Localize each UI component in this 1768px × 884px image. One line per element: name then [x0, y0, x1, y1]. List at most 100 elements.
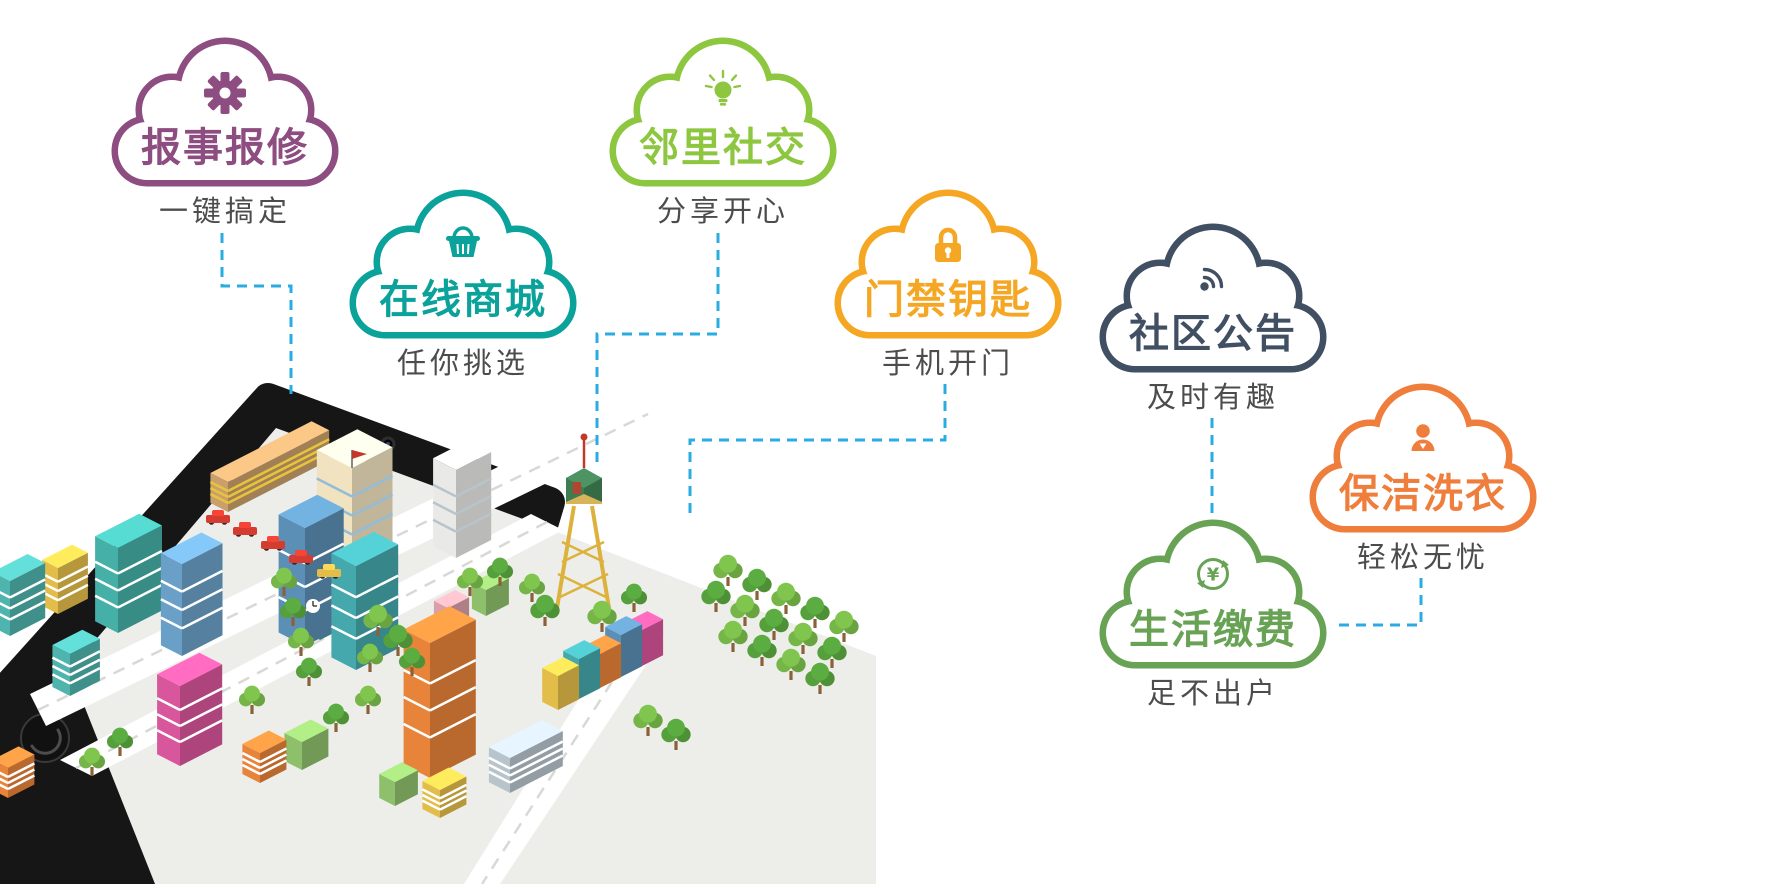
car — [317, 564, 341, 579]
cloud-shenghuo-jiaofei: ¥ 生活缴费 — [1098, 518, 1328, 670]
connector-linli-shejiao — [595, 233, 720, 468]
feature-linli-shejiao: 邻里社交 分享开心 — [608, 36, 838, 228]
car — [233, 522, 257, 537]
feature-subtitle: 及时有趣 — [1146, 380, 1279, 414]
cloud-shape: ¥ — [1098, 518, 1328, 670]
feature-subtitle: 足不出户 — [1146, 676, 1279, 710]
tree — [354, 685, 382, 714]
tree — [238, 685, 266, 714]
tree — [279, 597, 307, 626]
feature-shenghuo-jiaofei: ¥ 生活缴费 足不出户 — [1098, 518, 1328, 710]
connector-menjin-yaoshi — [688, 384, 947, 520]
tree — [800, 596, 830, 628]
cloud-baojie-xiyi: 保洁洗衣 — [1308, 382, 1538, 534]
bulb-icon — [704, 69, 742, 106]
tree — [817, 636, 847, 668]
building — [41, 544, 89, 614]
tree — [788, 622, 818, 654]
person-icon — [1411, 424, 1435, 451]
trees-group — [78, 554, 859, 776]
cloud-shape — [348, 188, 578, 340]
cloud-menjin-yaoshi: 门禁钥匙 — [833, 188, 1063, 340]
connector-baojie-xiyi — [1333, 578, 1423, 627]
feature-title: 邻里社交 — [639, 125, 807, 171]
building — [379, 762, 418, 806]
cloud-shequ-gonggao: 社区公告 — [1098, 222, 1328, 374]
tree — [398, 647, 426, 676]
building — [432, 440, 492, 558]
building — [542, 657, 580, 710]
tree — [363, 604, 393, 636]
building-flag — [351, 450, 367, 468]
signal-icon — [1200, 267, 1224, 291]
cloud-shape — [110, 36, 340, 188]
building — [284, 719, 329, 770]
tree — [356, 643, 384, 672]
building — [51, 629, 101, 696]
tree — [322, 703, 350, 732]
tree — [730, 594, 760, 626]
building — [209, 421, 330, 512]
feature-shequ-gonggao: 社区公告 及时有趣 — [1098, 222, 1328, 414]
feature-title: 社区公告 — [1129, 311, 1297, 357]
cloud-zaixian-shangcheng: 在线商城 — [348, 188, 578, 340]
building — [0, 746, 35, 798]
tree — [829, 610, 859, 642]
tree — [78, 747, 106, 776]
feature-subtitle: 手机开门 — [881, 346, 1014, 380]
tree — [701, 580, 731, 612]
tree — [518, 573, 546, 602]
tree — [486, 557, 514, 586]
cloud-linli-shejiao: 邻里社交 — [608, 36, 838, 188]
feature-menjin-yaoshi: 门禁钥匙 手机开门 — [833, 188, 1063, 380]
building — [94, 513, 163, 633]
building — [488, 720, 564, 793]
tree — [776, 648, 806, 680]
feature-title: 生活缴费 — [1129, 607, 1297, 653]
tree — [106, 727, 134, 756]
tree — [287, 627, 315, 656]
connector-baoshi-baoxiu — [220, 233, 293, 394]
phone-home-button — [20, 713, 70, 763]
building — [156, 652, 223, 766]
feature-title: 保洁洗衣 — [1339, 471, 1507, 517]
feature-title: 报事报修 — [141, 125, 309, 171]
clock-tower-face — [306, 599, 320, 613]
feature-baojie-xiyi: 保洁洗衣 轻松无忧 — [1308, 382, 1538, 574]
tree — [456, 567, 484, 596]
tree — [530, 594, 560, 626]
building — [160, 532, 224, 656]
basket-icon — [446, 226, 480, 257]
buildings-group — [0, 421, 664, 818]
cloud-shape — [833, 188, 1063, 340]
yen-glyph: ¥ — [1207, 565, 1220, 586]
watchtower — [554, 433, 612, 615]
tree — [587, 600, 617, 632]
cloud-shape — [1308, 382, 1538, 534]
cloud-shape — [608, 36, 838, 188]
car — [289, 550, 313, 565]
cloud-baoshi-baoxiu: 报事报修 — [110, 36, 340, 188]
car — [261, 536, 285, 551]
feature-zaixian-shangcheng: 在线商城 任你挑选 — [348, 188, 578, 380]
tree — [295, 657, 323, 686]
feature-subtitle: 任你挑选 — [396, 346, 529, 380]
tree — [805, 662, 835, 694]
city-illustration — [0, 383, 876, 884]
feature-subtitle: 轻松无忧 — [1356, 540, 1489, 574]
car — [206, 510, 230, 525]
tree — [633, 704, 663, 736]
building — [421, 767, 467, 818]
cars-group — [206, 510, 341, 579]
feature-subtitle: 分享开心 — [656, 194, 789, 228]
yen-icon: ¥ — [1197, 558, 1229, 590]
building — [0, 554, 46, 636]
feature-baoshi-baoxiu: 报事报修 一键搞定 — [110, 36, 340, 228]
feature-title: 在线商城 — [379, 277, 547, 323]
feature-subtitle: 一键搞定 — [158, 194, 291, 228]
tree — [771, 582, 801, 614]
gear-icon — [204, 72, 246, 114]
tree — [661, 718, 691, 750]
